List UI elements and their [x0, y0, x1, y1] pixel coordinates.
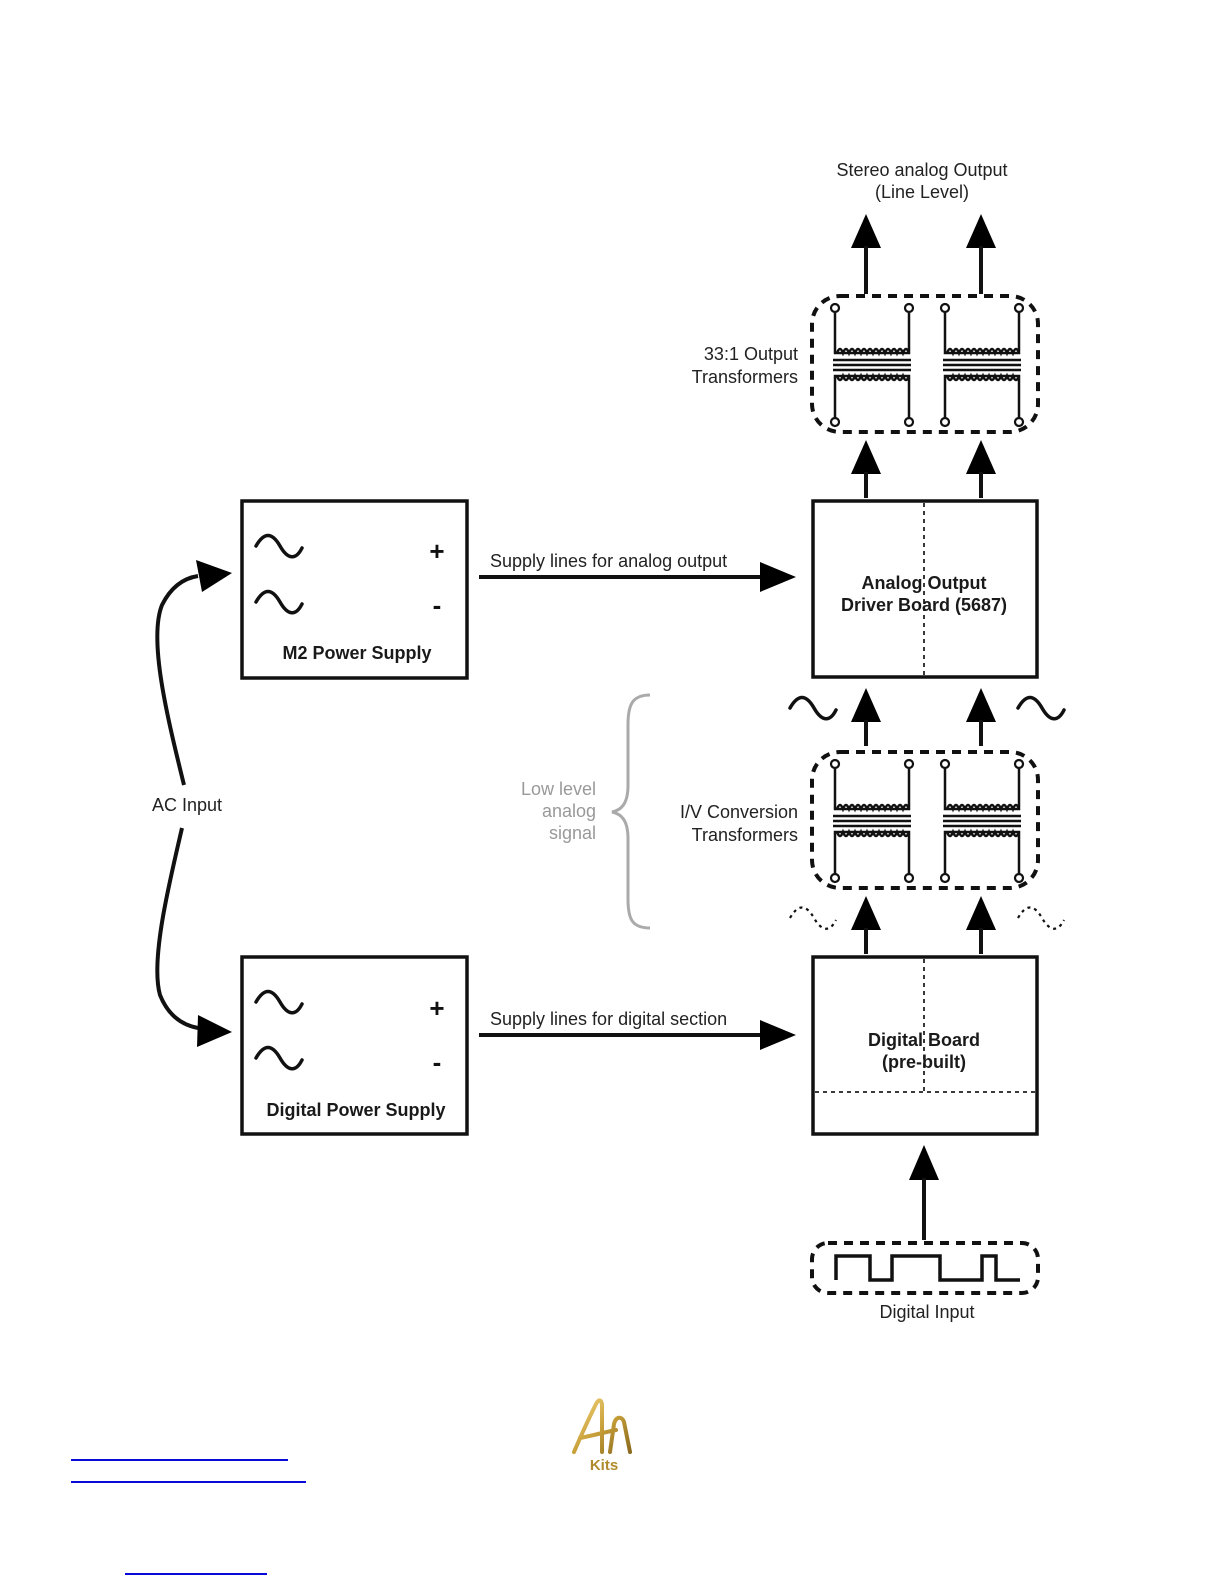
- analog-signal-sine-icon-left: [788, 695, 838, 721]
- digital-supply-arrow: [479, 1020, 796, 1050]
- output-title-line2: (Line Level): [875, 182, 969, 202]
- current-signal-dotted-sine-icon-left: [788, 906, 838, 930]
- iv-transformers-label-line2: Transformers: [692, 825, 798, 845]
- digital-board-label-line1: Digital Board: [868, 1030, 980, 1050]
- digital-input-arrow: [909, 1145, 939, 1240]
- output-transformer-left: [829, 302, 915, 428]
- output-transformers-label-line2: Transformers: [692, 367, 798, 387]
- m2-power-supply-box: [240, 499, 469, 680]
- low-level-signal-brace: [611, 693, 651, 930]
- ac-input-arrow-to-digital: [155, 827, 232, 1047]
- low-level-label-line1: Low level: [521, 779, 596, 799]
- digital-power-supply-label: Digital Power Supply: [266, 1100, 445, 1120]
- digital-power-supply-box: [240, 955, 469, 1136]
- logo-a-glyph: [572, 1398, 632, 1454]
- digital-minus-terminal: -: [433, 1047, 442, 1077]
- digital-plus-terminal: +: [429, 993, 444, 1023]
- analog-supply-arrow: [479, 562, 796, 592]
- analog-signal-sine-icon-right: [1016, 695, 1066, 721]
- analog-output-driver-board: [811, 499, 1039, 679]
- driver-to-output-arrow-right: [966, 440, 996, 498]
- footer-link-1[interactable]: [71, 1459, 288, 1461]
- iv-transformers-label-line1: I/V Conversion: [680, 802, 798, 822]
- digital-square-wave-icon: [834, 1254, 1020, 1282]
- low-level-label-line3: signal: [549, 823, 596, 843]
- output-transformers-label-line1: 33:1 Output: [704, 344, 798, 364]
- digital-supply-arrow-label: Supply lines for digital section: [490, 1009, 727, 1029]
- m2-plus-terminal: +: [429, 536, 444, 566]
- m2-power-supply-label: M2 Power Supply: [282, 643, 431, 663]
- an-kits-logo: Kits: [572, 1398, 632, 1474]
- digital-input-enclosure: [810, 1241, 1040, 1295]
- driver-to-output-arrow-left: [851, 440, 881, 498]
- ac-input-arrow-to-m2: [155, 560, 232, 786]
- digital-to-iv-arrow-right: [966, 896, 996, 954]
- iv-to-driver-arrow-left: [851, 688, 881, 746]
- iv-to-driver-arrow-right: [966, 688, 996, 746]
- current-signal-dotted-sine-icon-right: [1016, 906, 1066, 930]
- low-level-label-line2: analog: [542, 801, 596, 821]
- driver-board-label-line1: Analog Output: [862, 573, 987, 593]
- output-arrow-left: [851, 214, 881, 294]
- digital-to-iv-arrow-left: [851, 896, 881, 954]
- digital-board: [811, 955, 1039, 1136]
- iv-transformer-right: [939, 758, 1025, 884]
- footer-link-2[interactable]: [71, 1481, 306, 1483]
- output-title-line1: Stereo analog Output: [836, 160, 1007, 180]
- logo-kits-text: Kits: [590, 1457, 618, 1474]
- iv-transformer-left: [829, 758, 915, 884]
- output-transformer-right: [939, 302, 1025, 428]
- output-arrow-right: [966, 214, 996, 294]
- driver-board-label-line2: Driver Board (5687): [841, 595, 1007, 615]
- output-transformers-enclosure: [810, 294, 1040, 434]
- digital-board-label-line2: (pre-built): [882, 1052, 966, 1072]
- ac-input-label: AC Input: [152, 795, 222, 815]
- footer-link-3[interactable]: [125, 1573, 267, 1575]
- digital-input-label: Digital Input: [879, 1302, 974, 1322]
- analog-supply-arrow-label: Supply lines for analog output: [490, 551, 727, 571]
- iv-transformers-enclosure: [810, 750, 1040, 890]
- m2-minus-terminal: -: [433, 590, 442, 620]
